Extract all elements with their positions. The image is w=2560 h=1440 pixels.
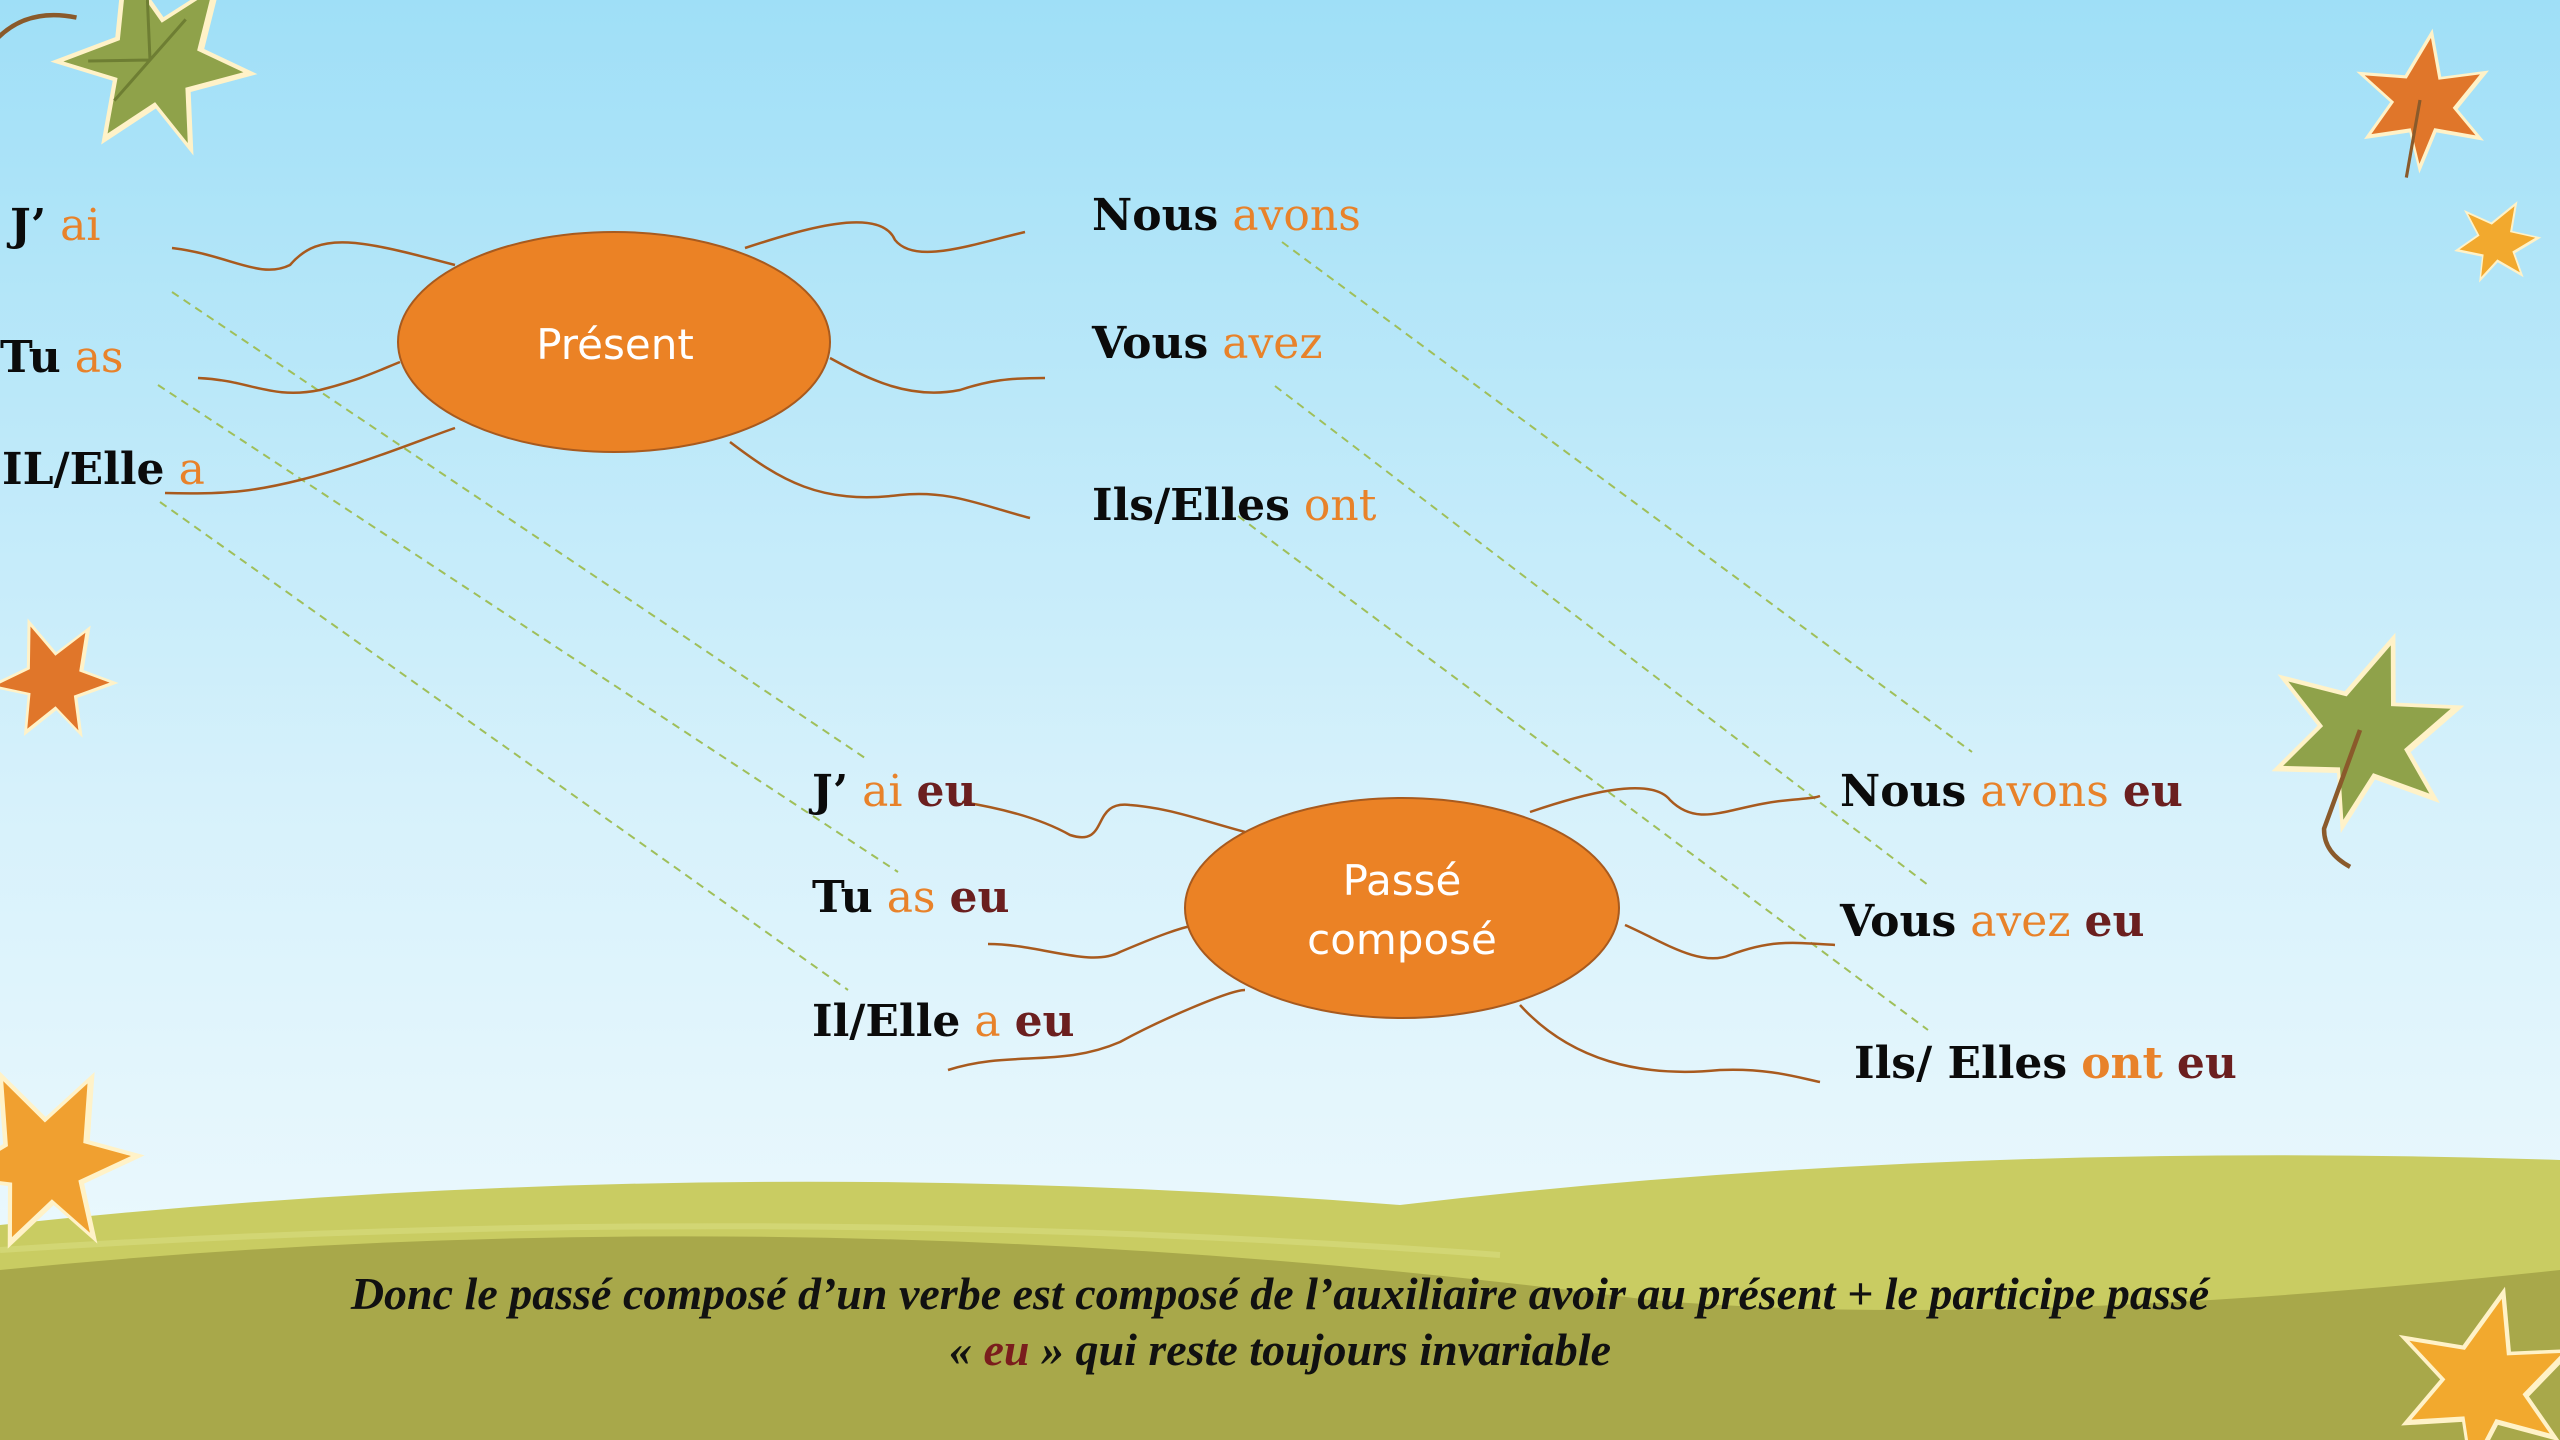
auxiliary: ai (60, 200, 101, 251)
present-item-tu: Tu as (0, 336, 124, 380)
auxiliary: ai (862, 766, 903, 817)
leaf-green-icon (2233, 599, 2490, 869)
conclusion-line2: « eu » qui reste toujours invariable (0, 1322, 2560, 1378)
auxiliary: as (886, 872, 936, 923)
pronoun: Il/Elle (812, 996, 961, 1047)
present-node-label: Présent (536, 320, 694, 369)
pronoun: J’ (812, 766, 849, 817)
present-item-ils-elles: Ils/Elles ont (1092, 484, 1376, 528)
passe-item-vous: Vous avez eu (1840, 900, 2145, 944)
hill-front (0, 1236, 2560, 1440)
passe-item-il-elle: Il/Elle a eu (812, 1000, 1075, 1044)
pronoun: Vous (1092, 318, 1209, 369)
passe-item-nous: Nous avons eu (1840, 770, 2183, 814)
auxiliary: ont (2081, 1038, 2163, 1089)
passe-branches (947, 787, 1836, 1084)
auxiliary: avez (1970, 896, 2071, 947)
auxiliary: as (74, 332, 124, 383)
auxiliary: a (178, 444, 205, 495)
auxiliary: a (974, 996, 1001, 1047)
conclusion-line1: Donc le passé composé d’un verbe est com… (350, 1268, 2210, 1319)
leaf-green-icon (0, 0, 274, 185)
pronoun: Ils/Elles (1092, 480, 1290, 531)
conclusion-text: Donc le passé composé d’un verbe est com… (0, 1266, 2560, 1378)
present-item-il-elle: IL/Elle a (2, 448, 205, 492)
participle-highlight: eu (983, 1324, 1030, 1376)
present-branches (164, 221, 1046, 520)
pronoun: Tu (812, 872, 873, 923)
passe-node-label-line1: Passé (1342, 856, 1462, 905)
passe-node (1184, 797, 1620, 1019)
present-item-vous: Vous avez (1092, 322, 1323, 366)
passe-node-label-line2: composé (1307, 914, 1497, 964)
participle: eu (1014, 996, 1075, 1047)
passe-item-ils-elles: Ils/ Elles ont eu (1854, 1042, 2237, 1086)
present-node (397, 231, 831, 453)
auxiliary: avez (1222, 318, 1323, 369)
pronoun: IL/Elle (2, 444, 165, 495)
present-item-je: J’ ai (10, 204, 100, 248)
participle: eu (949, 872, 1010, 923)
participle: eu (916, 766, 977, 817)
pronoun: Ils/ Elles (1854, 1038, 2068, 1089)
passe-node-label: Passé composé (1252, 852, 1552, 970)
open-quote: « (949, 1324, 984, 1376)
present-item-nous: Nous avons (1092, 194, 1361, 238)
participle: eu (2122, 766, 2183, 817)
pronoun: Nous (1092, 190, 1219, 241)
conclusion-line2-rest: » qui reste toujours invariable (1029, 1324, 1611, 1376)
participle: eu (2084, 896, 2145, 947)
auxiliary: ont (1303, 480, 1377, 531)
participle: eu (2176, 1038, 2237, 1089)
pronoun: Vous (1840, 896, 1957, 947)
auxiliary: avons (1232, 190, 1361, 241)
pronoun: Tu (0, 332, 61, 383)
pronoun: J’ (10, 200, 47, 251)
leaf-orange-icon (2340, 16, 2502, 184)
passe-item-je: J’ ai eu (812, 770, 976, 814)
pronoun: Nous (1840, 766, 1967, 817)
passe-item-tu: Tu as eu (812, 876, 1010, 920)
auxiliary: avons (1980, 766, 2109, 817)
